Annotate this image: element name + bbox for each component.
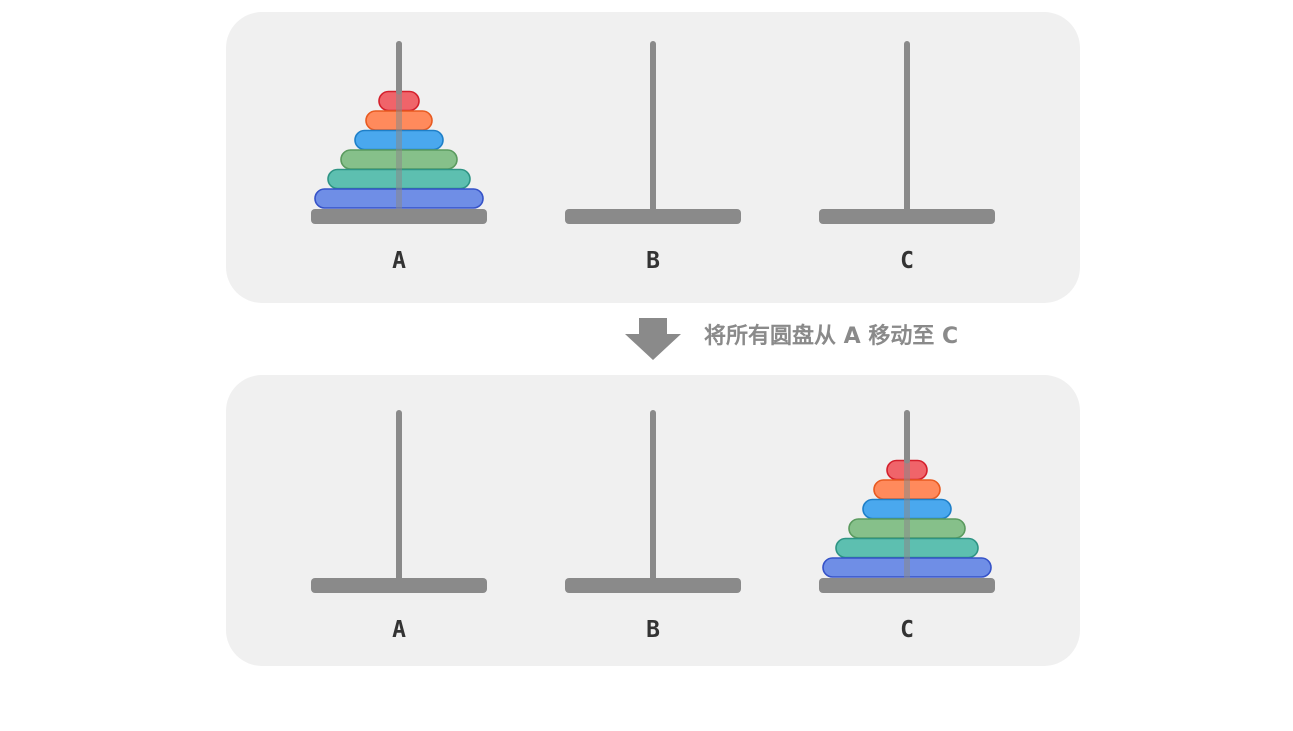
peg-label-c: C xyxy=(900,617,914,643)
tower-c xyxy=(819,41,995,224)
peg-base xyxy=(311,209,487,224)
tower-a xyxy=(311,410,487,593)
peg-label-c: C xyxy=(900,248,914,274)
peg-label-a: A xyxy=(392,617,406,643)
peg-label-b: B xyxy=(646,248,660,274)
tower-c xyxy=(819,410,995,593)
peg-base xyxy=(819,209,995,224)
peg-base xyxy=(819,578,995,593)
move-caption: 将所有圆盘从 A 移动至 C xyxy=(704,324,959,349)
tower-b xyxy=(565,41,741,224)
down-arrow-icon xyxy=(625,318,681,360)
tower-a xyxy=(311,41,487,224)
final-state-panel: A B C xyxy=(226,375,1080,666)
peg-base xyxy=(565,578,741,593)
initial-state-panel: A B C xyxy=(226,12,1080,303)
towers-initial xyxy=(311,41,995,224)
peg-label-a: A xyxy=(392,248,406,274)
peg-base xyxy=(565,209,741,224)
tower-b xyxy=(565,410,741,593)
towers-final xyxy=(311,410,995,593)
peg-base xyxy=(311,578,487,593)
peg-label-b: B xyxy=(646,617,660,643)
